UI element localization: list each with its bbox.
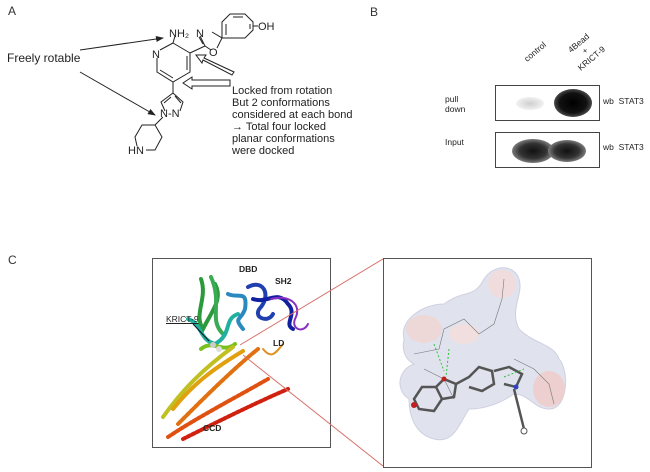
panel-b-label: B (370, 5, 379, 19)
note-line: planar conformations (232, 133, 335, 145)
blot-band-krict9 (554, 89, 592, 117)
note-line: Locked from rotation (232, 85, 333, 97)
atom-oh: OH (258, 21, 275, 33)
note-line: considered at each bond (232, 109, 353, 121)
input-row-label: Input (445, 137, 464, 147)
wb-label-input: wb STAT3 (603, 142, 644, 152)
row-label-line: down (445, 104, 466, 114)
connector-line-top (239, 258, 384, 346)
atom-nh2: NH₂ (169, 28, 189, 40)
note-line: → Total four locked (232, 121, 326, 133)
docking-surface-model (399, 267, 567, 441)
arrow-to-amine (79, 36, 164, 51)
domain-label-sh2: SH2 (275, 276, 292, 286)
pulldown-row-label: pull down (445, 94, 465, 114)
conformation-note: Locked from rotation But 2 conformations… (232, 85, 352, 157)
stat3-structure-box: DBD SH2 LD CCD KRICT-9 (152, 258, 331, 448)
domain-label-dbd: DBD (239, 264, 258, 274)
input-blot (495, 132, 600, 168)
pulldown-blot (495, 85, 600, 121)
krict9-structure: NH₂ N O OH N N-N HN (79, 13, 275, 157)
stat3-ribbon-model (161, 275, 309, 441)
note-line: But 2 conformations (232, 97, 330, 109)
wb-label-pulldown: wb STAT3 (603, 96, 644, 106)
atom-o-benzoxazole: O (209, 47, 218, 59)
panel-a-label: A (8, 4, 17, 18)
panel-c-label: C (8, 253, 17, 267)
atom-n-benzoxazole: N (196, 28, 204, 40)
blot-band-krict9 (548, 140, 586, 162)
note-line: were docked (232, 145, 295, 157)
atom-piperidine-hn: HN (128, 145, 144, 157)
blot-band-control (512, 139, 554, 163)
domain-label-ccd: CCD (203, 423, 222, 433)
binding-pocket-box (383, 258, 592, 468)
row-label-line: pull (445, 94, 459, 104)
atom-pyrazole-nn: N-N (160, 108, 180, 120)
arrow-to-pyrazole-n (79, 71, 156, 116)
connector-line-bottom (242, 354, 384, 467)
freely-rotable-label: Freely rotable (7, 51, 81, 65)
domain-label-ld: LD (273, 338, 285, 348)
atom-n-pyridine: N (152, 49, 160, 61)
blot-band-control (516, 97, 544, 110)
ligand-label-krict9: KRICT-9 (166, 314, 199, 324)
